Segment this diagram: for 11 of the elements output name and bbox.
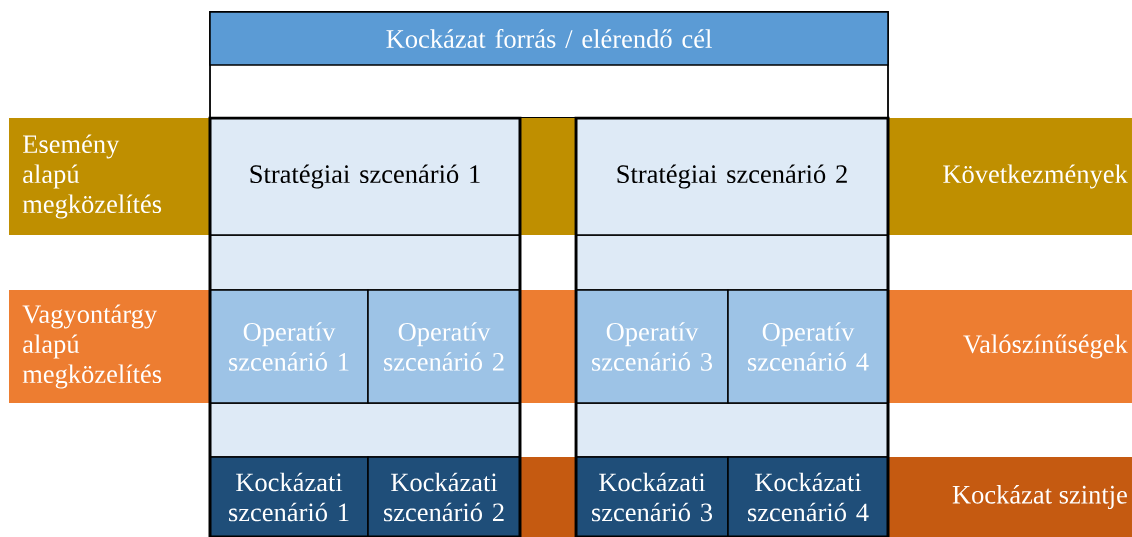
risk-box: Kockázati szcenárió 4 xyxy=(727,456,889,537)
column-frame xyxy=(574,116,890,537)
operative-box: Operatív szcenárió 1 xyxy=(209,289,369,404)
column-frame xyxy=(208,116,522,537)
operative-box: Operatív szcenárió 3 xyxy=(575,289,729,404)
risk-box: Kockázati szcenárió 2 xyxy=(367,456,521,537)
risk-box: Kockázati szcenárió 3 xyxy=(575,456,729,537)
risk-box: Kockázati szcenárió 1 xyxy=(209,456,369,537)
header-bar: Kockázat forrás / elérendő cél xyxy=(209,11,889,66)
operative-box: Operatív szcenárió 2 xyxy=(367,289,521,404)
operative-box: Operatív szcenárió 4 xyxy=(727,289,889,404)
